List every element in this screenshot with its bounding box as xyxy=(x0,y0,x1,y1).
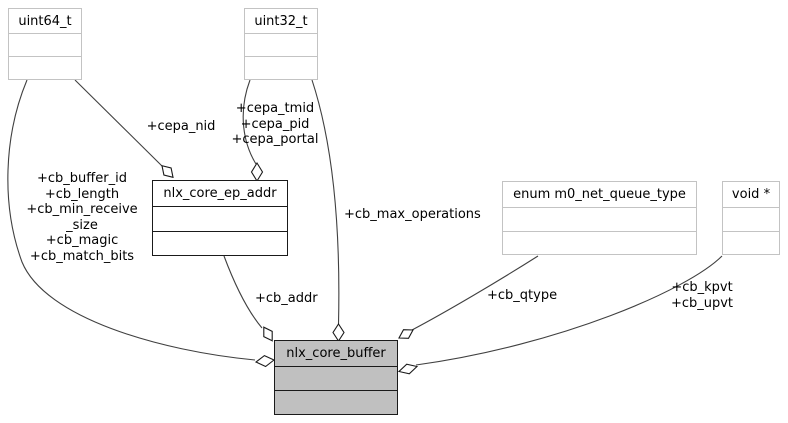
edge-cb-kpvt-upvt xyxy=(415,255,723,366)
edge-label-cb-qtype: +cb_qtype xyxy=(487,288,558,303)
class-node-uint64-t[interactable]: uint64_t xyxy=(8,8,82,80)
edge-cb-fields xyxy=(7,79,256,361)
aggregation-diamond-cb-kpvt-upvt xyxy=(397,363,419,375)
class-node-nlx-core-buffer[interactable]: nlx_core_buffer xyxy=(274,340,398,415)
edge-cepa-group xyxy=(242,79,257,165)
edge-label-cepa-nid: +cepa_nid xyxy=(146,119,216,134)
class-title: nlx_core_ep_addr xyxy=(163,186,277,201)
edge-label-cb-addr: +cb_addr xyxy=(255,291,318,306)
class-compartment xyxy=(245,33,317,56)
class-title: uint64_t xyxy=(18,13,72,29)
class-compartment xyxy=(275,390,397,414)
class-title: void * xyxy=(731,187,771,202)
class-title: nlx_core_buffer xyxy=(286,346,386,361)
class-compartment xyxy=(9,56,81,79)
edge-cb-qtype xyxy=(411,255,539,331)
class-title: uint32_t xyxy=(254,13,308,29)
class-node-void-ptr[interactable]: void * xyxy=(722,181,780,255)
class-compartment xyxy=(153,230,287,256)
aggregation-diamond-cb-addr xyxy=(263,326,273,342)
edge-cepa-nid xyxy=(74,79,163,167)
aggregation-diamond-cb-fields xyxy=(254,354,276,368)
class-title: enum m0_net_queue_type xyxy=(513,187,686,202)
aggregation-diamond-cb-max-operations xyxy=(332,322,345,343)
class-compartment xyxy=(503,207,696,231)
edge-cb-max-operations xyxy=(311,79,340,325)
class-node-uint32-t[interactable]: uint32_t xyxy=(244,8,318,80)
class-node-enum-m0-net-queue-type[interactable]: enum m0_net_queue_type xyxy=(502,181,697,255)
edge-label-cb-fields: +cb_buffer_id +cb_length +cb_min_receive… xyxy=(26,171,138,264)
class-compartment xyxy=(9,33,81,56)
edge-label-cb-kpvt-upvt: +cb_kpvt +cb_upvt xyxy=(670,280,734,311)
class-compartment xyxy=(275,366,397,390)
edge-label-cepa-group: +cepa_tmid +cepa_pid +cepa_portal xyxy=(231,101,319,147)
aggregation-diamond-cepa-nid xyxy=(161,164,174,179)
aggregation-diamond-cepa-group xyxy=(250,161,264,183)
class-compartment xyxy=(245,56,317,79)
aggregation-diamond-cb-qtype xyxy=(398,329,414,339)
edge-label-cb-max-operations: +cb_max_operations xyxy=(344,207,481,222)
class-compartment xyxy=(153,206,287,231)
class-compartment xyxy=(723,230,779,255)
class-node-nlx-core-ep-addr[interactable]: nlx_core_ep_addr xyxy=(152,180,288,256)
edge-cb-addr xyxy=(223,255,263,329)
class-compartment xyxy=(503,230,696,255)
class-compartment xyxy=(723,207,779,231)
